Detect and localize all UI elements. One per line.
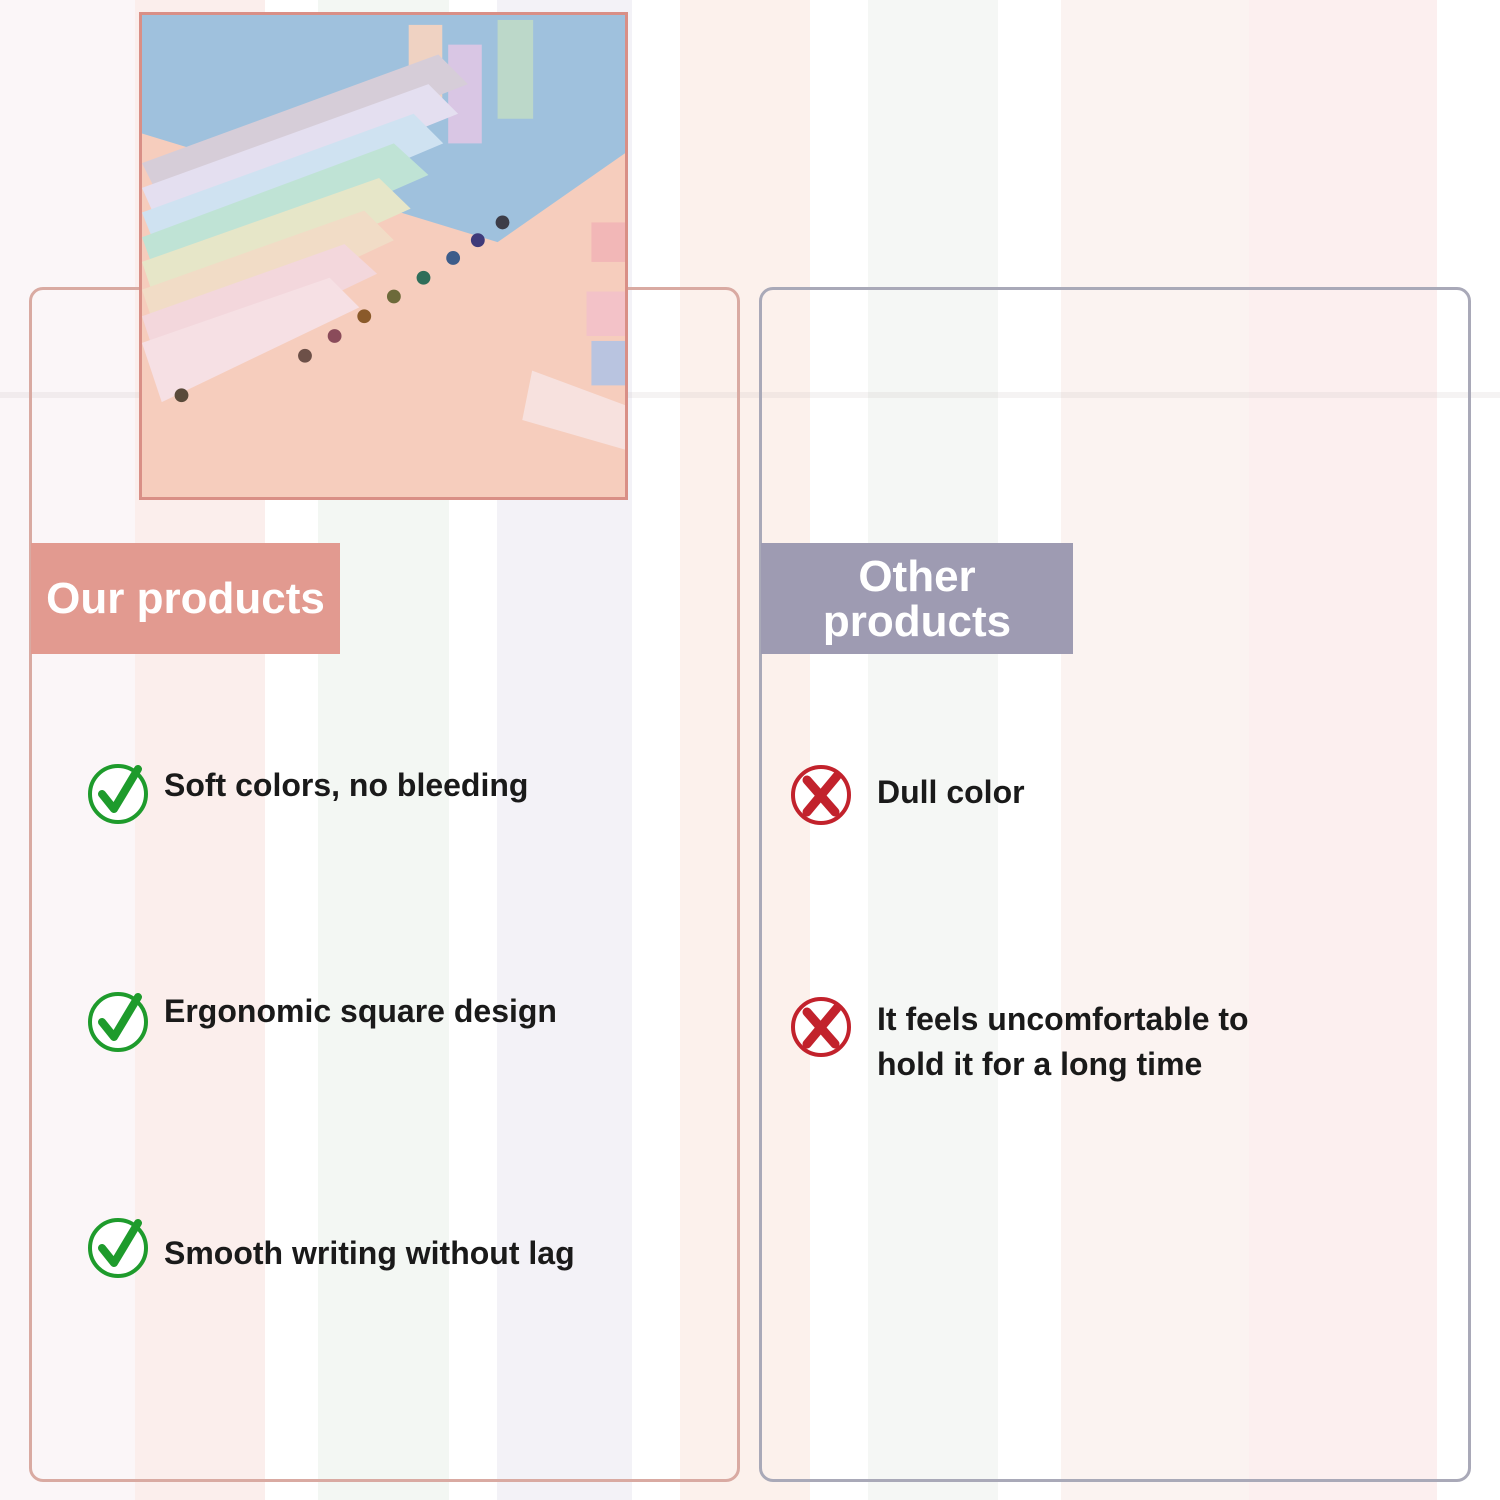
our-products-title: Our products bbox=[46, 573, 325, 623]
other-products-title: Other products bbox=[822, 551, 1012, 646]
background-band bbox=[0, 392, 1500, 398]
our-feature-text: Ergonomic square design bbox=[164, 993, 557, 1029]
other-feature-item: Dull color bbox=[789, 762, 1025, 826]
green-check-circle-icon bbox=[88, 992, 148, 1052]
product-photo-highlighters bbox=[139, 12, 628, 500]
our-feature-text: Soft colors, no bleeding bbox=[164, 767, 529, 803]
our-feature-text: Smooth writing without lag bbox=[164, 1235, 575, 1271]
other-products-badge: Other products bbox=[761, 543, 1073, 654]
our-feature-item: Soft colors, no bleeding bbox=[86, 761, 528, 825]
our-products-badge: Our products bbox=[31, 543, 340, 654]
other-products-panel bbox=[759, 287, 1471, 1482]
red-x-circle-icon bbox=[791, 765, 851, 825]
other-feature-text: Dull color bbox=[877, 774, 1025, 810]
our-feature-item: Ergonomic square design bbox=[86, 989, 557, 1053]
our-feature-item: Smooth writing without lag bbox=[86, 1215, 575, 1279]
other-feature-text: It feels uncomfortable to hold it for a … bbox=[877, 1001, 1249, 1082]
other-feature-item: It feels uncomfortable to hold it for a … bbox=[789, 994, 1297, 1087]
green-check-circle-icon bbox=[88, 1218, 148, 1278]
green-check-circle-icon bbox=[88, 764, 148, 824]
red-x-circle-icon bbox=[791, 997, 851, 1057]
